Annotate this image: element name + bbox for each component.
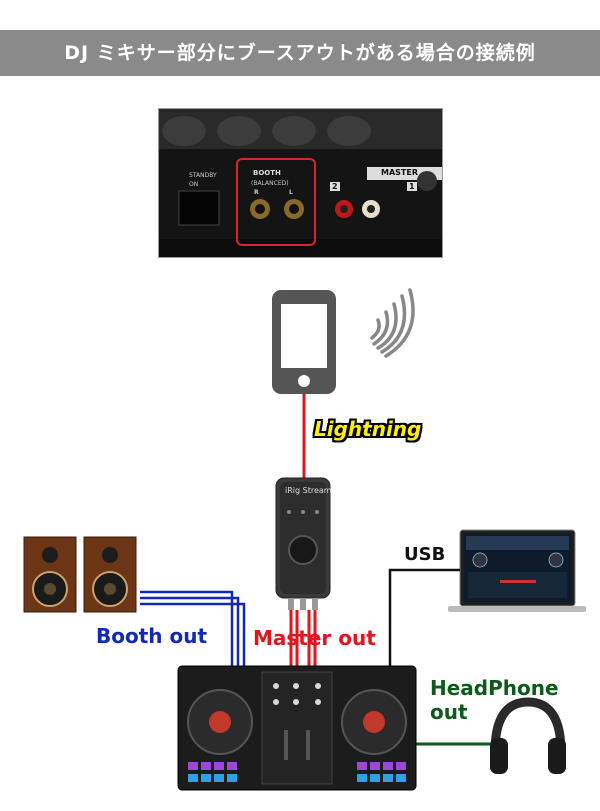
headphones-icon — [490, 697, 566, 774]
rear-panel-drawing — [159, 109, 442, 257]
device-label: iRig Stream — [285, 486, 332, 495]
usb-cable — [388, 568, 460, 668]
dj-controller-icon — [177, 665, 417, 791]
laptop-icon — [448, 529, 586, 612]
page-title: DJ ミキサー部分にブースアウトがある場合の接続例 — [0, 30, 600, 76]
on-label: ON — [189, 181, 199, 188]
master-label: MASTER — [381, 168, 418, 177]
master-1-label: 1 — [407, 182, 417, 191]
lightning-label: Lightning — [314, 417, 422, 441]
booth-label: BOOTH — [253, 169, 281, 177]
booth-out-label: Booth out — [96, 624, 208, 648]
usb-label: USB — [404, 544, 446, 565]
mixer-rear-panel-photo: BOOTH (BALANCED) R L MASTER 2 1 STANDBY … — [158, 108, 443, 258]
booth-out-cables — [140, 590, 246, 668]
l-label: L — [289, 189, 293, 196]
headphone-out-label: HeadPhone out — [430, 676, 559, 724]
booth-speakers-icon — [23, 536, 137, 613]
master-2-label: 2 — [330, 182, 340, 191]
master-out-label: Master out — [253, 626, 376, 650]
master-out-cables — [289, 610, 317, 668]
irig-stream-device — [275, 477, 331, 610]
balanced-label: (BALANCED) — [251, 180, 289, 187]
wireless-signal-icon — [370, 288, 415, 358]
smartphone-icon — [272, 290, 336, 394]
r-label: R — [254, 189, 259, 196]
standby-label: STANDBY — [189, 172, 217, 179]
